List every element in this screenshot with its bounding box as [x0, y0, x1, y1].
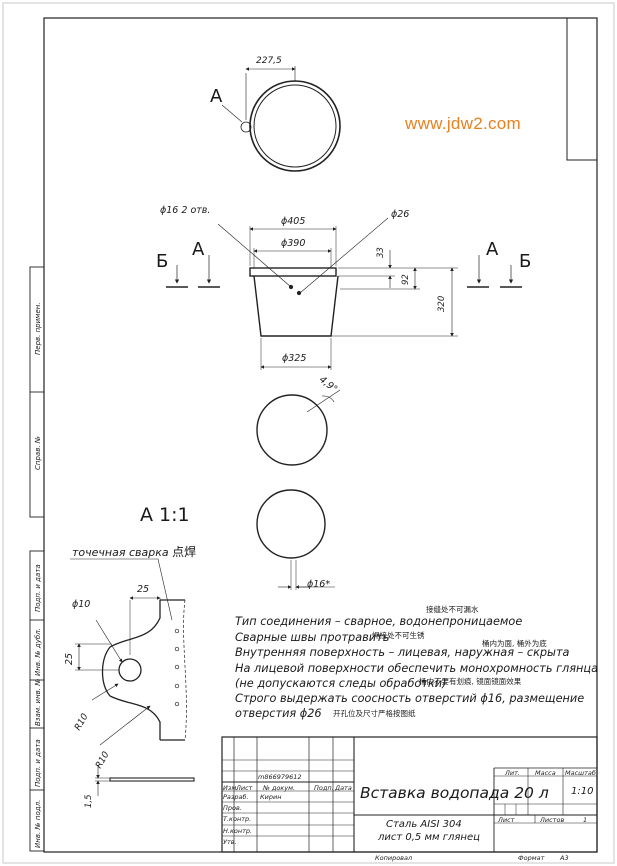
section-mark-b-right: Б — [519, 251, 532, 272]
col-list: Лист — [236, 784, 253, 792]
col-dokum: № докум. — [263, 784, 296, 792]
section-mark-b-left: Б — [156, 251, 169, 272]
title-block-grid — [221, 736, 598, 853]
note-0: Тип соединения – сварное, водонепроницае… — [235, 615, 523, 628]
note-cn-2: 桶内为面, 桶外为底 — [482, 639, 547, 648]
role-prov: Пров. — [223, 804, 242, 812]
col-izm: Изм. — [223, 784, 239, 792]
circle-views — [256, 389, 341, 590]
top-view-ring — [221, 66, 341, 172]
col-mass: Масса — [535, 769, 556, 777]
section-mark-a-left: А — [192, 239, 205, 260]
dim-33: 33 — [376, 247, 386, 258]
stamp-inv-dubl: Инв. № дубл. — [34, 628, 42, 676]
section-mark-a-right: А — [486, 239, 499, 260]
weld-label-ru: точечная сварка — [72, 546, 169, 559]
note-cn-0: 接缝处不可漏水 — [426, 605, 479, 614]
top-right-box — [566, 18, 597, 161]
detail-dim-10: ϕ10 — [72, 599, 91, 610]
hole-dim-16: ϕ16* — [307, 579, 331, 590]
note-cn-6: 开孔位及尺寸严格按图纸 — [333, 709, 416, 718]
role-utv: Утв. — [223, 838, 237, 846]
front-view-body — [166, 217, 522, 370]
dim-92: 92 — [401, 274, 411, 285]
detail-dim-25-v: 25 — [64, 652, 75, 665]
detail-dim-25-h: 25 — [137, 584, 150, 595]
dim-320: 320 — [437, 295, 447, 312]
note-6: отверстия ϕ26 — [235, 707, 322, 720]
stamp-podp-data-2: Подп. и дата — [34, 739, 42, 787]
dim-top-outer: ϕ405 — [281, 216, 306, 227]
note-5: Строго выдержать соосность отверстий ϕ16… — [235, 692, 585, 705]
stamp-sprav-no: Справ. № — [34, 435, 42, 470]
note-2: Внутренняя поверхность – лицевая, наружн… — [235, 646, 570, 659]
note-cn-4: 桶内不要有划痕, 镜面镜面效果 — [419, 677, 522, 686]
format-label: Формат — [518, 854, 545, 862]
detail-title: А 1:1 — [140, 504, 190, 526]
col-podp: Подп. — [314, 784, 334, 792]
scale-value: 1:10 — [571, 786, 594, 797]
detail-a — [70, 558, 195, 796]
dim-bottom: ϕ325 — [282, 353, 307, 364]
weld-label: точечная сварка 点焊 — [72, 546, 196, 558]
stamp-vzam-inv: Взам. инв. № — [34, 678, 42, 726]
note-cn-1: 焊接处不可生锈 — [372, 631, 425, 640]
drawing-title: Вставка водопада 20 л — [360, 784, 549, 802]
material-line-2: лист 0,5 мм глянец — [378, 832, 480, 843]
col-scale: Масштаб — [565, 769, 596, 777]
stamp-podp-data-1: Подп. и дата — [34, 564, 42, 612]
role-tkontr: Т.контр. — [223, 815, 252, 823]
format-value: А3 — [560, 854, 569, 862]
side-stamp-columns — [29, 266, 45, 852]
hole-note: ϕ16 2 отв. — [160, 205, 211, 216]
dim-hole: ϕ26 — [391, 209, 410, 220]
note-4: (не допускаются следы обработки) — [235, 677, 447, 690]
view-mark-a: A — [210, 86, 223, 107]
sheets-count: 1 — [583, 816, 588, 824]
col-data: Дата — [335, 784, 352, 792]
dim-top-inner: ϕ390 — [281, 238, 306, 249]
note-3: На лицевой поверхности обеспечить монохр… — [235, 662, 599, 675]
copied-label: Копировал — [375, 854, 413, 862]
material-line-1: Сталь AISI 304 — [386, 819, 462, 830]
stamp-perv-primen: Перв. примен. — [34, 302, 42, 355]
note-1: Сварные швы протравить — [235, 631, 390, 644]
developer-name: Кирин — [260, 793, 282, 801]
detail-dim-1-5: 1,5 — [84, 794, 94, 808]
stamp-inv-podl: Инв. № подл. — [34, 799, 42, 848]
col-lit: Лит. — [505, 769, 520, 777]
watermark-text: www.jdw2.com — [405, 114, 522, 133]
role-razrab: Разраб. — [223, 793, 249, 801]
sheet-label: Лист — [498, 816, 515, 824]
role-nkontr: Н.контр. — [223, 827, 253, 835]
sheets-label: Листов — [540, 816, 565, 824]
top-view-width-dim: 227,5 — [256, 56, 282, 66]
weld-label-cn: 点焊 — [172, 545, 197, 559]
doc-number: m866979612 — [258, 773, 302, 781]
